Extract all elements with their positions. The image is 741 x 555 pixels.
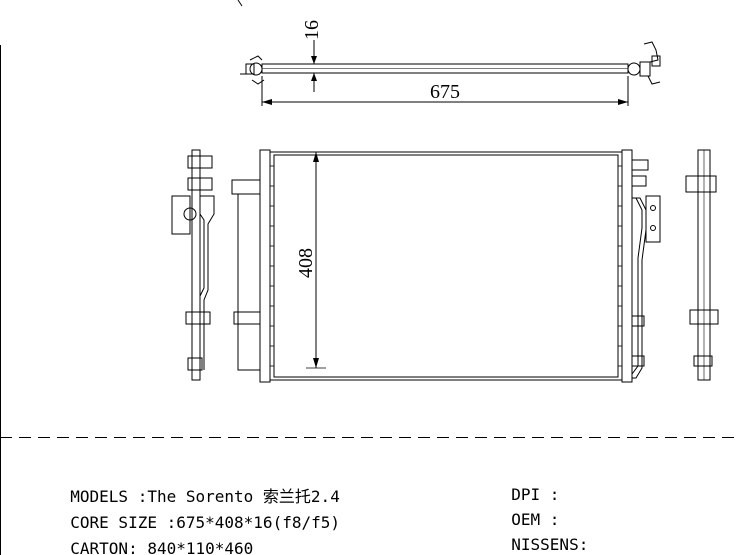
oem-label: OEM : — [511, 510, 560, 529]
core-size-value: 675*408*16(f8/f5) — [176, 513, 340, 532]
core-size-label: CORE SIZE : — [70, 513, 177, 532]
dimension-arrows — [262, 56, 628, 105]
width-dimension-label: 675 — [430, 81, 460, 103]
carton-value: 840*110*460 — [147, 539, 254, 555]
nissens-label: NISSENS: — [511, 535, 589, 554]
dpi-label: DPI : — [511, 485, 560, 504]
carton-row: CARTON: 840*110*460 — [51, 522, 253, 555]
carton-label: CARTON: — [70, 539, 138, 555]
oem-row: OEM : — [492, 493, 559, 529]
height-dimension-arrows — [313, 152, 319, 368]
nissens-row: NISSENS: — [492, 518, 588, 554]
left-tank-ticks — [270, 165, 274, 367]
thickness-dimension-label: 16 — [301, 20, 323, 40]
top-view — [240, 40, 661, 106]
height-dimension-label: 408 — [295, 248, 317, 278]
models-label: MODELS : — [70, 487, 148, 506]
models-value: The Sorento 索兰托2.4 — [147, 487, 340, 506]
left-side-view — [171, 149, 215, 381]
models-row: MODELS :The Sorento 索兰托2.4 — [51, 470, 340, 506]
dpi-row: DPI : — [492, 468, 559, 504]
right-side-view — [685, 149, 719, 381]
right-tank-ticks — [618, 165, 622, 367]
sheet-frame — [0, 45, 741, 555]
corner-mark — [237, 0, 243, 7]
core-size-row: CORE SIZE :675*408*16(f8/f5) — [51, 496, 340, 532]
